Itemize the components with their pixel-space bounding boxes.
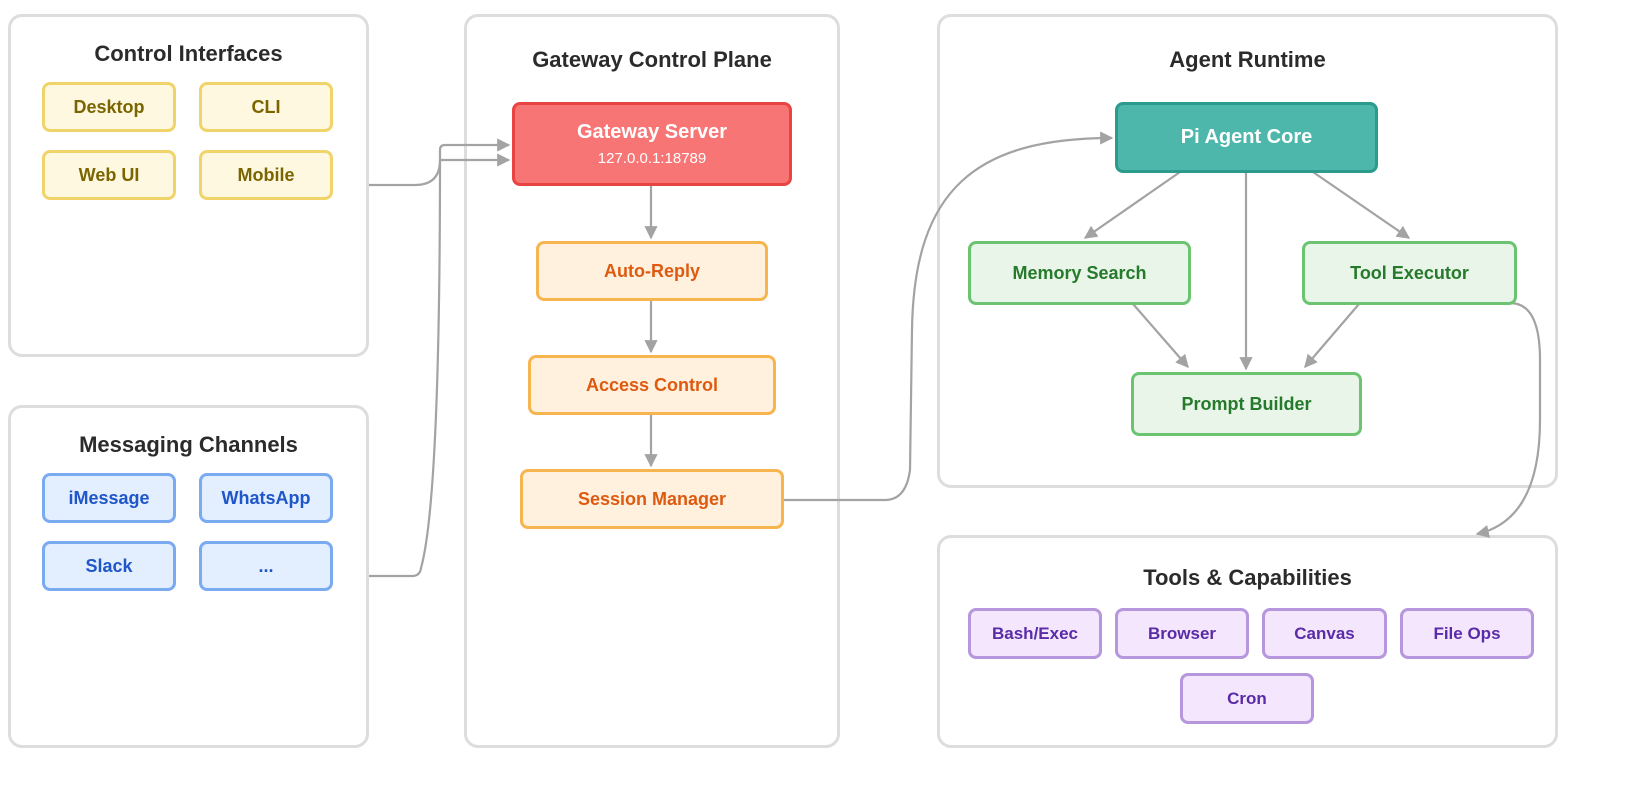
access-control-node: Access Control <box>528 355 776 415</box>
mobile-node: Mobile <box>199 150 333 200</box>
pi-agent-core-node: Pi Agent Core <box>1115 102 1378 173</box>
messaging-channels-title: Messaging Channels <box>79 432 298 457</box>
file-ops-node: File Ops <box>1400 608 1534 659</box>
session-manager-node: Session Manager <box>520 469 784 529</box>
browser-node: Browser <box>1115 608 1249 659</box>
prompt-builder-node: Prompt Builder <box>1131 372 1362 436</box>
tools-capabilities-title: Tools & Capabilities <box>1143 565 1352 590</box>
more-channels-node: ... <box>199 541 333 591</box>
whatsapp-node: WhatsApp <box>199 473 333 523</box>
tool-executor-node: Tool Executor <box>1302 241 1517 305</box>
gateway-control-plane-title: Gateway Control Plane <box>532 47 772 72</box>
bash-exec-node: Bash/Exec <box>968 608 1102 659</box>
cli-node: CLI <box>199 82 333 132</box>
imessage-node: iMessage <box>42 473 176 523</box>
auto-reply-node: Auto-Reply <box>536 241 768 301</box>
memory-search-node: Memory Search <box>968 241 1191 305</box>
gateway-server-label: Gateway Server <box>576 121 728 143</box>
web-ui-node: Web UI <box>42 150 176 200</box>
canvas-node: Canvas <box>1262 608 1387 659</box>
desktop-node: Desktop <box>42 82 176 132</box>
control-interfaces-title: Control Interfaces <box>94 41 283 66</box>
gateway-server-node: Gateway Server 127.0.0.1:18789 <box>512 102 792 186</box>
gateway-server-address: 127.0.0.1:18789 <box>597 150 707 167</box>
slack-node: Slack <box>42 541 176 591</box>
cron-node: Cron <box>1180 673 1314 724</box>
agent-runtime-title: Agent Runtime <box>1169 47 1326 72</box>
